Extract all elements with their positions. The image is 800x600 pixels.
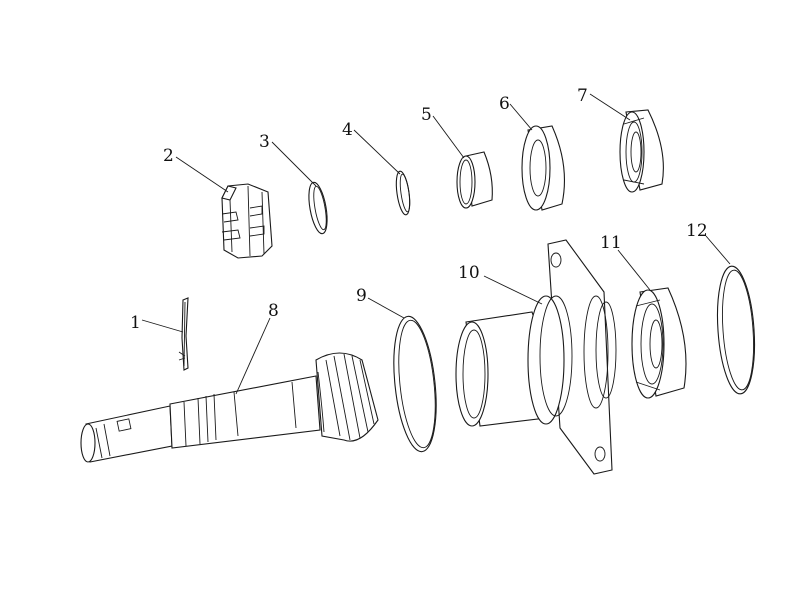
part-9-o-ring [393,315,437,453]
leader-12 [705,235,731,265]
part-12-o-ring [716,265,756,395]
leader-3 [271,141,317,187]
callout-4: 4 [342,120,353,140]
callout-3: 3 [259,132,270,152]
part-5-spacer-sleeve [456,151,493,209]
leader-8 [235,317,271,395]
leader-5 [432,115,465,159]
part-6-oil-seal [521,125,566,211]
leader-2 [175,156,229,193]
leader-4 [353,129,401,175]
callout-6: 6 [499,94,510,114]
leader-1 [141,319,184,333]
callout-5: 5 [421,105,432,125]
part-4-snap-ring [395,170,411,216]
leader-10 [483,275,543,305]
callout-12: 12 [686,221,708,241]
part-11-bearing [631,287,687,399]
leader-7 [589,93,631,121]
part-10-bearing-housing [455,239,617,475]
callout-7: 7 [577,86,588,106]
callout-10: 10 [458,263,480,283]
part-3-washer [308,181,328,235]
part-2-castle-nut [221,183,273,259]
part-7-bearing [619,109,664,193]
leader-9 [367,297,405,319]
callout-1: 1 [130,313,141,333]
part-8-pinion-shaft [80,352,379,463]
callout-labels: 1 2 3 4 5 6 7 8 9 10 11 12 [130,86,708,333]
part-1-cotter-pin [178,297,189,371]
leader-6 [509,103,533,131]
callout-9: 9 [356,286,367,306]
callout-11: 11 [600,233,622,253]
leader-lines [141,93,731,395]
callout-2: 2 [163,146,174,166]
leader-11 [617,249,651,291]
callout-8: 8 [268,301,279,321]
